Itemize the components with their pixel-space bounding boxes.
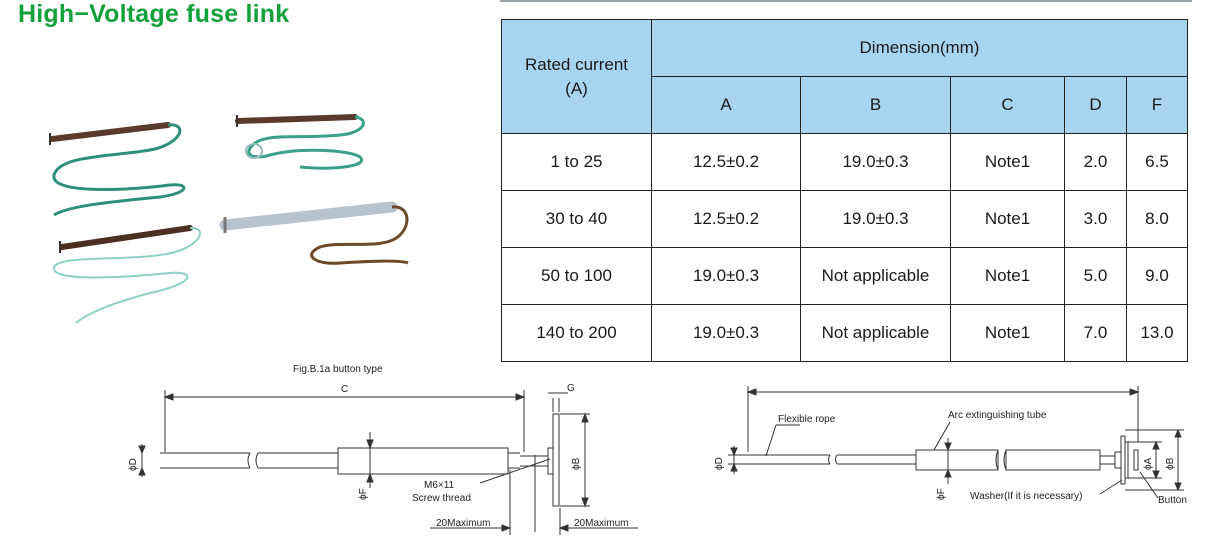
fig-caption: Fig.B.1a button type	[293, 364, 383, 375]
cell-f: 13.0	[1126, 304, 1188, 362]
table-row: 50 to 100 19.0±0.3 Not applicable Note1 …	[501, 247, 1188, 305]
label-c: C	[341, 384, 348, 395]
dimension-table: Rated current (A) Dimension(mm) A B C D …	[501, 19, 1188, 362]
rated-current-header: Rated current (A)	[501, 19, 652, 134]
max-right-label: 20Maximum	[574, 518, 628, 529]
rated-current-label: Rated current	[525, 54, 628, 74]
cell-c: Note1	[950, 304, 1065, 362]
label-b: ϕB	[1165, 457, 1176, 470]
label-a: ϕA	[1143, 457, 1154, 470]
cell-b: 19.0±0.3	[800, 190, 951, 248]
screw-thread-label: Screw thread	[412, 493, 471, 504]
top-rule	[500, 0, 1192, 2]
cell-f: 9.0	[1126, 247, 1188, 305]
cell-b: 19.0±0.3	[800, 133, 951, 191]
table-header-row: Rated current (A) Dimension(mm)	[501, 19, 1188, 134]
cell-f: 6.5	[1126, 133, 1188, 191]
arc-tube-label: Arc extinguishing tube	[948, 410, 1047, 421]
label-d: ϕD	[128, 458, 139, 471]
max-left-label: 20Maximum	[436, 518, 490, 529]
cell-d: 5.0	[1064, 247, 1127, 305]
cell-current: 30 to 40	[501, 190, 652, 248]
washer-label: Washer(If it is necessary)	[970, 491, 1082, 502]
button-label: Button	[1158, 495, 1187, 506]
label-f: ϕF	[358, 488, 369, 500]
cell-d: 3.0	[1064, 190, 1127, 248]
cell-b: Not applicable	[800, 304, 951, 362]
cell-a: 19.0±0.3	[651, 304, 801, 362]
label-f: ϕF	[936, 488, 947, 500]
dimension-header: Dimension(mm)	[651, 19, 1188, 77]
fuse-photo-2	[235, 114, 365, 170]
cell-f: 8.0	[1126, 190, 1188, 248]
cell-current: 140 to 200	[501, 304, 652, 362]
fuse-photo-4	[219, 201, 409, 265]
col-header-b: B	[800, 76, 951, 134]
cell-current: 1 to 25	[501, 133, 652, 191]
label-d: ϕD	[714, 457, 725, 470]
cell-d: 2.0	[1064, 133, 1127, 191]
cell-a: 12.5±0.2	[651, 133, 801, 191]
col-header-c: C	[950, 76, 1065, 134]
table-row: 30 to 40 12.5±0.2 19.0±0.3 Note1 3.0 8.0	[501, 190, 1188, 248]
label-b: ϕB	[571, 457, 582, 470]
table-row: 1 to 25 12.5±0.2 19.0±0.3 Note1 2.0 6.5	[501, 133, 1188, 191]
col-header-f: F	[1126, 76, 1188, 134]
fuse-link-photo	[49, 114, 409, 324]
cell-c: Note1	[950, 247, 1065, 305]
flexible-rope-drawing: Flexible rope Arc extinguishing tube Was…	[714, 386, 1187, 506]
cell-c: Note1	[950, 190, 1065, 248]
cell-a: 19.0±0.3	[651, 247, 801, 305]
table-subheader-row: A B C D F	[502, 76, 1188, 134]
button-type-drawing: Fig.B.1a button type C G ϕD ϕF ϕB M6×11 …	[128, 364, 638, 535]
cell-current: 50 to 100	[501, 247, 652, 305]
cell-d: 7.0	[1064, 304, 1127, 362]
cell-a: 12.5±0.2	[651, 190, 801, 248]
table-row: 140 to 200 19.0±0.3 Not applicable Note1…	[501, 304, 1188, 362]
fuse-photo-3	[53, 225, 201, 324]
cell-c: Note1	[950, 133, 1065, 191]
rated-current-unit: (A)	[565, 78, 588, 98]
flexible-rope-label: Flexible rope	[778, 414, 836, 425]
col-header-d: D	[1064, 76, 1127, 134]
col-header-a: A	[651, 76, 801, 134]
cell-b: Not applicable	[800, 247, 951, 305]
page-title: High−Voltage fuse link	[18, 0, 290, 28]
label-g: G	[567, 383, 575, 394]
fuse-photo-1	[49, 122, 186, 217]
thread-size-label: M6×11	[424, 480, 455, 491]
